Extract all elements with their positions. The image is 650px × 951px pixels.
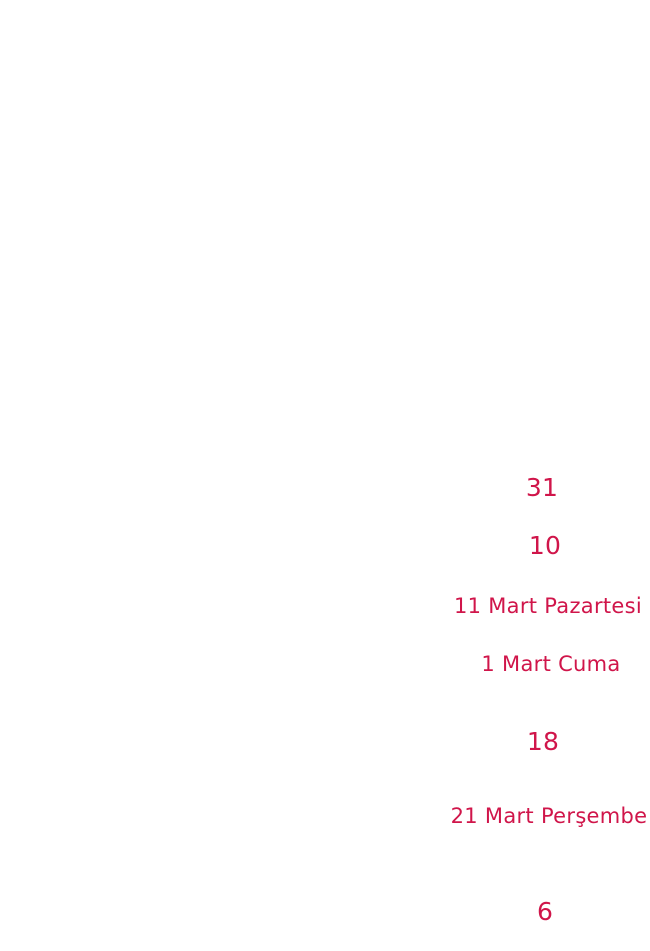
day-number-18: 18 <box>526 727 560 756</box>
date-label-21-mart: 21 Mart Perşembe <box>450 804 648 828</box>
day-number-10: 10 <box>528 531 562 560</box>
date-label-1-mart: 1 Mart Cuma <box>481 652 621 676</box>
day-number-31: 31 <box>525 473 559 502</box>
date-label-11-mart: 11 Mart Pazartesi <box>453 594 643 618</box>
day-number-6: 6 <box>536 897 554 926</box>
